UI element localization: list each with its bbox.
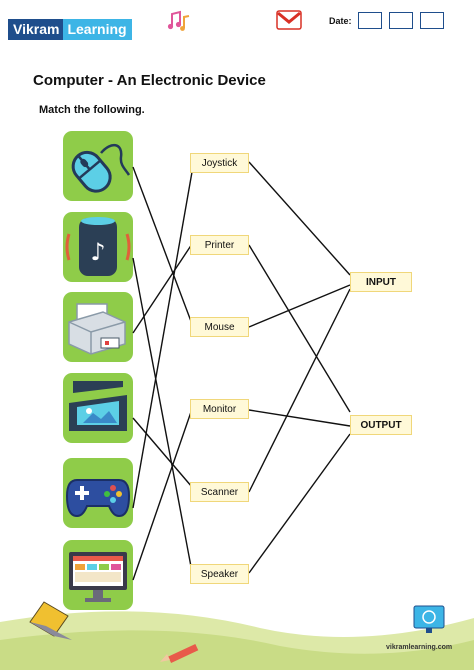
- mouse-icon: [71, 144, 131, 193]
- match-line-monitor-to-output: [248, 409, 351, 427]
- match-line-monitor-image-to-monitor: [132, 408, 193, 581]
- laptop-icon: [29, 601, 72, 640]
- word-joystick[interactable]: Joystick: [190, 153, 249, 173]
- match-line-speaker-to-output: [248, 433, 351, 574]
- match-line-scanner-image-to-scanner: [132, 417, 193, 488]
- image-tile-printer: [63, 292, 133, 362]
- logo-text-vikram: Vikram: [8, 19, 64, 40]
- pencil-icon: [160, 643, 199, 663]
- image-tile-speaker: ♪: [63, 212, 133, 282]
- page-title: Computer - An Electronic Device: [33, 72, 266, 89]
- image-tile-monitor: [63, 540, 133, 610]
- gmail-icon: [276, 10, 302, 30]
- image-tile-joystick: [63, 458, 133, 528]
- date-box-year[interactable]: [420, 12, 444, 29]
- gamepad-icon: [65, 479, 131, 518]
- match-line-printer-image-to-printer: [132, 243, 193, 334]
- match-line-mouse-image-to-mouse: [132, 166, 193, 325]
- image-tile-scanner: [63, 373, 133, 443]
- match-line-speaker-image-to-speaker: [132, 257, 193, 573]
- logo-text-learning: Learning: [63, 19, 132, 40]
- speaker-icon: ♪: [65, 217, 131, 276]
- date-box-day[interactable]: [358, 12, 382, 29]
- word-scanner[interactable]: Scanner: [190, 482, 249, 502]
- word-monitor[interactable]: Monitor: [190, 399, 249, 419]
- svg-text:♪: ♪: [90, 238, 105, 266]
- word-speaker[interactable]: Speaker: [190, 564, 249, 584]
- match-line-joystick-image-to-joystick: [132, 171, 193, 509]
- date-label: Date:: [329, 16, 352, 26]
- image-tile-mouse: [63, 131, 133, 201]
- word-output[interactable]: OUTPUT: [350, 415, 412, 435]
- match-line-joystick-to-input: [248, 161, 351, 276]
- scanner-icon: [69, 381, 127, 431]
- music-notes-icon: [167, 10, 190, 31]
- word-printer[interactable]: Printer: [190, 235, 249, 255]
- date-box-month[interactable]: [389, 12, 413, 29]
- word-mouse[interactable]: Mouse: [190, 317, 249, 337]
- match-line-mouse-to-input: [248, 284, 351, 328]
- monitor-computer-icon: [413, 605, 445, 633]
- monitor-icon: [69, 552, 127, 602]
- match-line-printer-to-output: [248, 244, 351, 413]
- vikram-learning-logo: Vikram Learning: [8, 19, 132, 40]
- word-input[interactable]: INPUT: [350, 272, 412, 292]
- printer-icon: [68, 303, 126, 355]
- website-url: vikramlearning.com: [386, 644, 453, 651]
- instruction-text: Match the following.: [39, 104, 145, 116]
- match-line-scanner-to-input: [248, 288, 351, 493]
